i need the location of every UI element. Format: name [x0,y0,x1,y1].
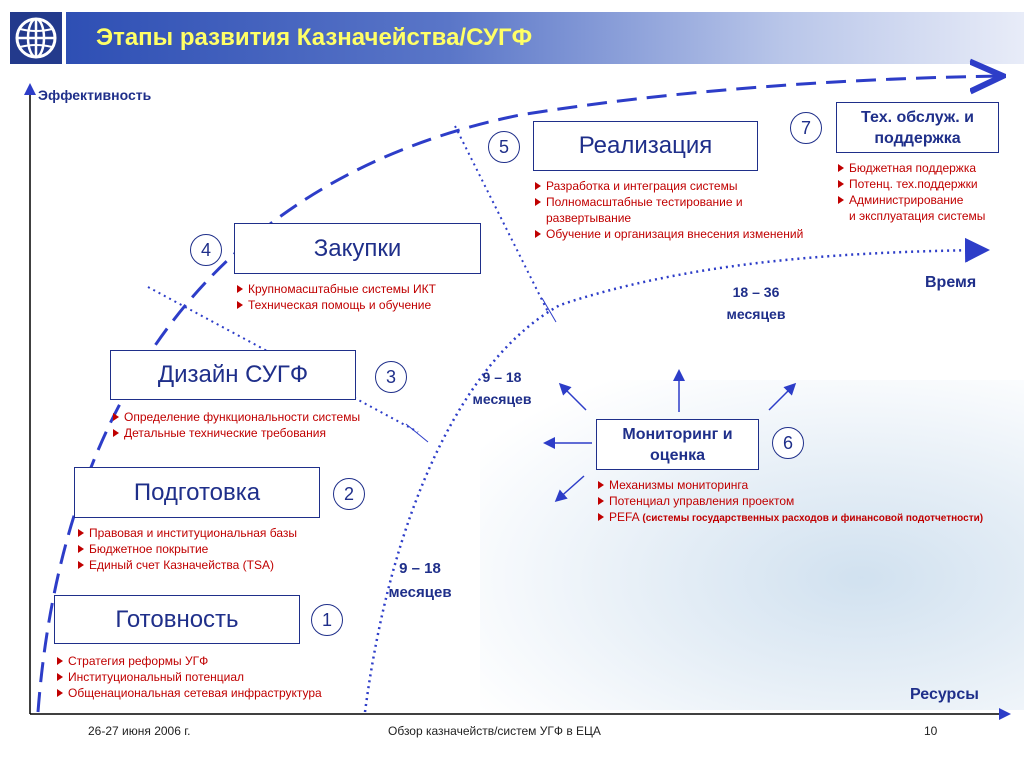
stage-6-label-line1: Мониторинг и [622,425,733,443]
stage-2-number: 2 [333,478,365,510]
stage-5-bullet-3: развертывание [546,211,632,225]
page-number: 10 [924,724,938,738]
y-axis-label: Эффективность [38,87,152,103]
stage-1-bullet-2: Институциональный потенциал [57,669,322,685]
stage-6-box: Мониторинг и оценка [596,419,759,470]
stage-6-label-line2: оценка [649,446,706,464]
stage-5-label: Реализация [578,132,713,159]
globe-icon [15,17,57,59]
duration-2-line1: 9 – 18 [482,369,522,385]
stage-4-box: Закупки [234,223,481,274]
stage-4-bullet-2: Техническая помощь и обучение [237,297,436,313]
stage-1-box: Готовность [54,595,300,644]
stage-4-label: Закупки [313,234,402,262]
stage-7-bullet-3: Администрирование [838,192,985,208]
monitor-arrow-downleft [554,475,585,502]
stage-7-bullet-1: Бюджетная поддержка [838,160,985,176]
time-tick-1 [405,423,429,443]
stage-4-number: 4 [190,234,222,266]
stage-3-bullet-1: Определение функциональности системы [113,409,360,425]
stage-2-label: Подготовка [133,478,261,506]
stage-3-box: Дизайн СУГФ [110,350,356,400]
stage-5-box: Реализация [533,121,758,171]
separator-right [454,125,549,313]
footer-title: Обзор казначейств/систем УГФ в ЕЦА [388,724,601,738]
stage-6-bullet-1: Механизмы мониторинга [598,477,983,493]
duration-3-line1: 18 – 36 [732,284,780,300]
title-bar [66,12,1024,64]
time-tick-2 [541,297,557,323]
stage-5-number: 5 [488,131,520,163]
stage-2-bullet-3: Единый счет Казначейства (TSA) [78,557,297,573]
duration-2-line2: месяцев [472,391,532,407]
stage-7-number: 7 [790,112,822,144]
stage-5-bullet-1: Разработка и интеграция системы [535,178,803,194]
stage-7-bullets: Бюджетная поддержка Потенц. тех.поддержк… [838,160,985,224]
x-axis-label: Ресурсы [910,686,979,703]
stage-5-bullet-4: Обучение и организация внесения изменени… [535,226,803,242]
stage-7-bullet-2: Потенц. тех.поддержки [838,176,985,192]
stage-3-label: Дизайн СУГФ [157,361,309,388]
duration-1-line2: месяцев [388,584,452,601]
stage-1-label: Готовность [115,605,239,633]
stage-7-bullet-4: и эксплуатация системы [849,209,986,223]
stage-1-bullets: Стратегия реформы УГФ Институциональный … [57,653,322,701]
duration-3-line2: месяцев [726,306,786,322]
stage-6-number: 6 [772,427,804,459]
monitor-arrow-upleft [558,382,587,411]
stage-2-bullets: Правовая и институциональная базы Бюджет… [78,525,297,573]
stage-1-number: 1 [311,604,343,636]
stage-2-box: Подготовка [74,467,320,518]
page-title: Этапы развития Казначейства/СУГФ [96,24,533,51]
duration-1-line1: 9 – 18 [399,560,441,577]
effectiveness-curve [36,76,1000,713]
stage-7-label-line1: Тех. обслуж. и [861,108,974,126]
monitor-arrow-upright [768,382,797,411]
stage-1-bullet-3: Общенациональная сетевая инфраструктура [57,685,322,701]
stage-6-bullet-3: PEFA (системы государственных расходов и… [598,509,983,527]
stage-6-bullets: Механизмы мониторинга Потенциал управлен… [598,477,983,527]
stage-4-bullets: Крупномасштабные системы ИКТ Техническая… [237,281,436,313]
stage-6-pefa-note: (системы государственных расходов и фина… [642,513,984,524]
stage-2-bullet-2: Бюджетное покрытие [78,541,297,557]
world-bank-logo [10,12,62,64]
stage-6-pefa: PEFA [609,510,640,524]
stage-7-label-line2: поддержка [874,129,961,147]
footer-date: 26-27 июня 2006 г. [88,724,191,738]
time-axis-label: Время [925,274,977,291]
stage-6-bullet-2: Потенциал управления проектом [598,493,983,509]
stage-5-bullet-2: Полномасштабные тестирование и [535,194,803,210]
stage-4-bullet-1: Крупномасштабные системы ИКТ [237,281,436,297]
stage-1-bullet-1: Стратегия реформы УГФ [57,653,322,669]
stage-2-bullet-1: Правовая и институциональная базы [78,525,297,541]
stage-7-box: Тех. обслуж. и поддержка [836,102,999,153]
stage-3-bullets: Определение функциональности системы Дет… [113,409,360,441]
stage-3-number: 3 [375,361,407,393]
stage-5-bullets: Разработка и интеграция системы Полномас… [535,178,803,242]
stage-3-bullet-2: Детальные технические требования [113,425,360,441]
